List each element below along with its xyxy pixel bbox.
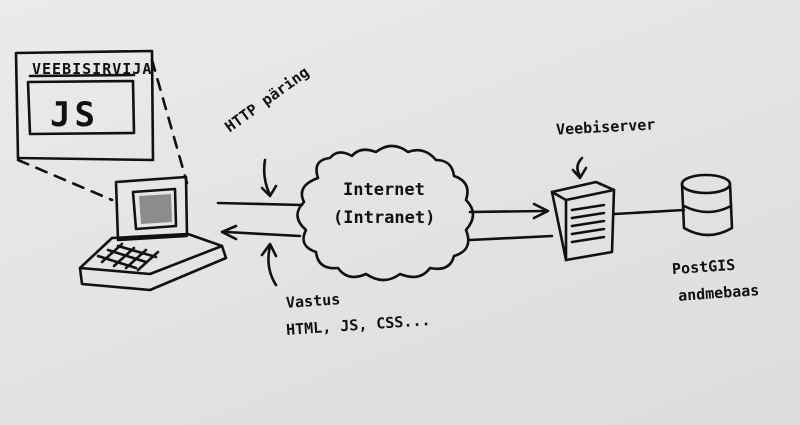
js-label: JS	[50, 95, 99, 135]
server-db-line	[612, 208, 686, 216]
internet-label: Internet	[343, 180, 425, 200]
server-icon	[550, 156, 616, 262]
intranet-label: (Intranet)	[333, 208, 436, 228]
database-icon	[680, 173, 734, 237]
response-title: Vastus	[285, 290, 341, 312]
cloud-server-arrows	[468, 202, 554, 242]
cloud-icon	[296, 144, 475, 282]
response-arrow	[220, 224, 302, 287]
zoom-lines	[16, 58, 189, 202]
request-arrow	[216, 158, 304, 207]
browser-window	[14, 49, 155, 162]
browser-title: VEEBISIRVIJA	[32, 60, 153, 78]
laptop-icon	[78, 175, 228, 292]
